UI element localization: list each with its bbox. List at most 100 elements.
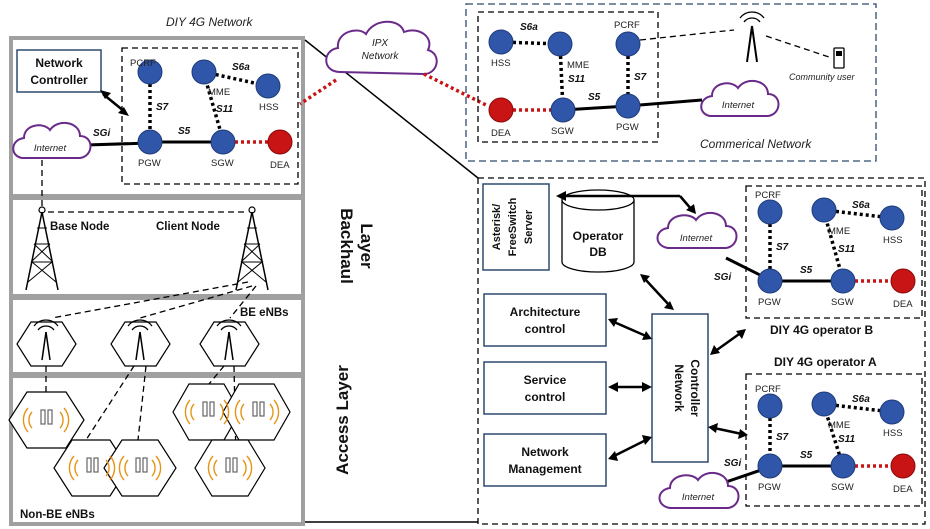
opb-sgw-label: SGW xyxy=(831,297,854,308)
operator-a-box xyxy=(745,373,923,507)
left-dea-label: DEA xyxy=(270,160,290,171)
opb-sgw-node xyxy=(830,268,856,294)
left-s5-label: S5 xyxy=(178,126,191,137)
right-network-controller-box xyxy=(651,313,709,463)
opb-pcrf-label: PCRF xyxy=(755,190,781,201)
ipx-to-left-dea xyxy=(299,78,337,106)
server-label-3: Server xyxy=(523,209,535,244)
opa-s5-label: S5 xyxy=(800,450,813,461)
opa-pgw-node xyxy=(757,453,783,479)
opb-s5-label: S5 xyxy=(800,265,813,276)
com-s6a-label: S6a xyxy=(520,22,538,33)
be-to-nonbe-3 xyxy=(137,365,147,441)
com-hss-label: HSS xyxy=(491,58,511,69)
architecture-control-label-1: Architecture xyxy=(510,305,581,319)
opb-mme-node xyxy=(811,197,837,223)
com-pcrf-node xyxy=(615,31,641,57)
left-hss-label: HSS xyxy=(259,102,279,113)
com-sgw-node xyxy=(550,97,576,123)
com-s11-label: S11 xyxy=(568,74,585,85)
service-control-label-1: Service xyxy=(524,373,567,387)
client-to-enb2 xyxy=(139,285,253,319)
community-user-phone-icon xyxy=(833,47,845,69)
opa-hss-label: HSS xyxy=(883,428,903,439)
service-control-label-2: control xyxy=(525,390,566,404)
backhaul-layer-label-2: Layer xyxy=(357,223,376,269)
com-internet-cloud xyxy=(700,79,780,117)
com-tower-to-user xyxy=(765,35,833,59)
operator-db-label-1: Operator xyxy=(573,229,624,243)
left-network-controller-box xyxy=(16,49,102,93)
base-node-label: Base Node xyxy=(50,221,109,233)
client-node-label: Client Node xyxy=(156,221,220,233)
com-internet-label: Internet xyxy=(722,100,755,111)
opa-dea-node xyxy=(890,453,916,479)
left-pcrf-node xyxy=(137,59,163,85)
be-to-nonbe-4 xyxy=(203,365,225,391)
opb-hss-node xyxy=(879,205,905,231)
opa-pcrf-node xyxy=(757,393,783,419)
ipx-label-2: Network xyxy=(362,51,400,62)
opb-dea-label: DEA xyxy=(893,299,913,310)
left-controller-arrowhead-2 xyxy=(118,107,129,116)
opb-sgi-label: SGi xyxy=(714,272,731,283)
right-network-controller-label-1: Network xyxy=(672,364,686,412)
left-sgw-node xyxy=(210,129,236,155)
opb-hss-label: HSS xyxy=(883,235,903,246)
com-dea-label: DEA xyxy=(491,128,511,139)
left-internet-cloud xyxy=(12,121,92,159)
com-mme-node xyxy=(547,31,573,57)
right-internet-cloud-top xyxy=(656,211,738,249)
diy-network-title: DIY 4G Network xyxy=(166,15,253,29)
opa-pcrf-label: PCRF xyxy=(755,384,781,395)
service-control-box xyxy=(483,361,607,415)
com-tower-icon xyxy=(739,11,765,63)
be-to-nonbe-5 xyxy=(233,365,237,461)
opb-s6a-label: S6a xyxy=(852,200,870,211)
operator-db-label-2: DB xyxy=(589,245,607,259)
com-pgw-label: PGW xyxy=(616,122,639,133)
operator-b-label: DIY 4G operator B xyxy=(770,323,873,337)
left-network-controller-label-1: Network xyxy=(35,56,83,70)
com-dea-node xyxy=(488,97,514,123)
operator-arrowheads xyxy=(556,191,748,461)
opa-s6a-label: S6a xyxy=(852,394,870,405)
operator-a-label: DIY 4G operator A xyxy=(774,355,877,369)
operator-outer-frame xyxy=(477,177,926,525)
operator-b-box xyxy=(745,185,923,319)
left-mme-label: MME xyxy=(208,87,230,98)
backhaul-layer-label-1: Backhaul xyxy=(337,208,356,284)
com-pgw-node xyxy=(615,93,641,119)
right-network-controller-label-2: Controller xyxy=(688,359,702,417)
left-pcrf-label: PCRF xyxy=(130,58,156,69)
com-mme-label: MME xyxy=(567,60,589,71)
left-s7-label: S7 xyxy=(156,102,169,113)
com-sgw-label: SGW xyxy=(551,126,574,137)
left-core-dashed-box xyxy=(121,47,299,185)
opb-s7-label: S7 xyxy=(776,242,789,253)
commercial-outer-frame xyxy=(465,3,877,162)
right-internet-top-label: Internet xyxy=(680,233,713,244)
left-internet-label: Internet xyxy=(34,143,67,154)
network-management-box xyxy=(483,433,607,487)
opa-s11-link xyxy=(822,405,845,467)
opa-sgw-node xyxy=(830,453,856,479)
be-to-nonbe-2 xyxy=(85,365,135,441)
non-be-enb-radiating-icons xyxy=(22,399,280,481)
left-network-controller-label-2: Controller xyxy=(30,73,88,87)
architecture-control-label-2: control xyxy=(525,322,566,336)
ipx-network-cloud xyxy=(325,20,438,76)
opb-dea-node xyxy=(890,268,916,294)
client-node-tower-icon xyxy=(235,206,269,291)
operator-arrows xyxy=(562,194,743,458)
left-mme-node xyxy=(191,59,217,85)
opb-s11-label: S11 xyxy=(838,244,855,255)
left-pgw-label: PGW xyxy=(138,158,161,169)
opa-pgw-label: PGW xyxy=(758,482,781,493)
opb-pcrf-node xyxy=(757,199,783,225)
com-hss-node xyxy=(488,29,514,55)
right-internet-cloud-bottom xyxy=(658,471,740,509)
left-sgi-label: SGi xyxy=(93,128,110,139)
opa-s11-label: S11 xyxy=(838,434,855,445)
